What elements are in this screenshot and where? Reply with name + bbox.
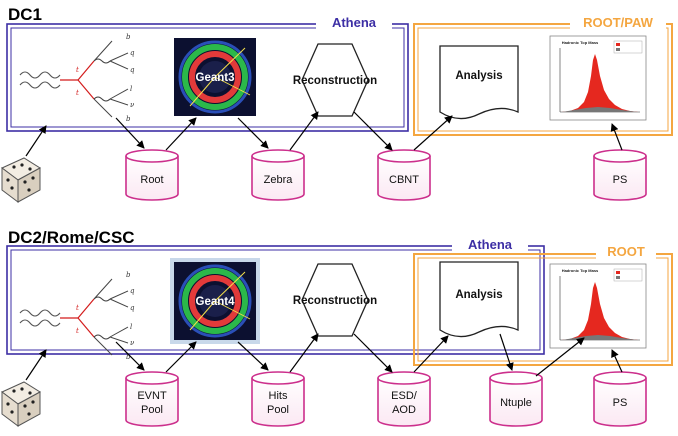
dc2-analysis-label: Analysis: [455, 289, 502, 301]
dc1-cylinder-root: Root: [125, 149, 179, 201]
dc2-cylinder-label-line1: EVNT: [137, 390, 167, 402]
svg-text:l: l: [130, 323, 132, 331]
svg-text:l: l: [130, 85, 132, 93]
dc1-cylinder-label: PS: [613, 174, 628, 186]
dc2-geant-label: Geant4: [196, 296, 236, 308]
dc2-root-label: ROOT: [607, 244, 645, 259]
dc2-cylinder-evnt: EVNT Pool: [125, 371, 179, 427]
dc1-cylinder-cbnt: CBNT: [377, 149, 431, 201]
dc1-cylinder-label: Root: [140, 174, 163, 186]
dc2-cylinder-label-line1: ESD/: [391, 390, 418, 402]
dc2-cylinder-label-line2: Pool: [141, 404, 163, 416]
dc2-cylinder-ntuple: Ntuple: [489, 371, 543, 427]
dc2-cylinder-label-line1: Hits: [269, 390, 288, 402]
svg-text:b: b: [126, 115, 131, 123]
dc2-cylinder-hits: Hits Pool: [251, 371, 305, 427]
svg-text:q: q: [130, 287, 135, 295]
dc2-root-frame: ROOT: [413, 244, 673, 366]
dc2-geant4-image: Geant4: [170, 258, 260, 344]
dc1-rootpaw-label: ROOT/PAW: [583, 15, 654, 30]
dc1-histogram: Hadronic Top Mass: [549, 35, 647, 121]
dc2-cylinder-label: PS: [613, 397, 628, 409]
dc1-athena-label: Athena: [332, 15, 377, 30]
dc2-dice-icon: [1, 381, 41, 427]
dc2-cylinder-esdaod: ESD/ AOD: [377, 371, 431, 427]
svg-text:t: t: [76, 304, 79, 312]
dc2-reconstruction-label: Reconstruction: [293, 295, 377, 307]
dc1-feynman-diagram: b q q l ν b t t: [19, 33, 135, 123]
dc1-histogram-title: Hadronic Top Mass: [562, 40, 599, 45]
svg-text:ν: ν: [130, 339, 135, 347]
dc2-cylinder-label-line2: Pool: [267, 404, 289, 416]
svg-text:q: q: [130, 49, 135, 57]
svg-text:t: t: [76, 66, 79, 74]
dc2-title: DC2/Rome/CSC: [8, 228, 135, 247]
dc1-cylinder-zebra: Zebra: [251, 149, 305, 201]
dc2-cylinder-ps: PS: [593, 371, 647, 427]
svg-text:t: t: [76, 327, 79, 335]
dc2-histogram: Hadronic Top Mass: [549, 263, 647, 349]
dc1-cylinder-label: Zebra: [264, 174, 294, 186]
svg-text:b: b: [126, 271, 131, 279]
svg-text:q: q: [130, 304, 135, 312]
dc2-athena-label: Athena: [468, 237, 513, 252]
dc2-arrows: [25, 333, 623, 381]
dc1-cylinder-label: CBNT: [389, 174, 419, 186]
dc1-reconstruction-hexagon: Reconstruction: [293, 43, 377, 117]
dc2-analysis-document: Analysis: [439, 261, 519, 338]
dc1-dice-icon: [1, 157, 41, 203]
dc1-geant3-image: Geant3: [174, 38, 256, 116]
dc2-athena-frame: Athena: [6, 236, 545, 355]
dc1-rootpaw-frame: ROOT/PAW: [413, 14, 673, 136]
dc2-feynman-diagram: b q q l ν b t t: [19, 271, 135, 361]
dc1-geant-label: Geant3: [196, 72, 235, 84]
dc1-title: DC1: [8, 5, 42, 24]
svg-text:q: q: [130, 66, 135, 74]
svg-text:t: t: [76, 89, 79, 97]
dc2-reconstruction-hexagon: Reconstruction: [293, 263, 377, 337]
dc1-cylinder-ps: PS: [593, 149, 647, 201]
svg-text:ν: ν: [130, 101, 135, 109]
svg-text:b: b: [126, 353, 131, 361]
dc2-cylinder-label: Ntuple: [500, 397, 532, 409]
svg-text:b: b: [126, 33, 131, 41]
dc1-arrows: [25, 111, 623, 157]
dc2-histogram-title: Hadronic Top Mass: [562, 268, 599, 273]
dc1-analysis-label: Analysis: [455, 70, 502, 82]
dc1-reconstruction-label: Reconstruction: [293, 75, 377, 87]
dc1-analysis-document: Analysis: [439, 45, 519, 120]
dc2-cylinder-label-line2: AOD: [392, 404, 416, 416]
dc1-athena-frame: Athena: [6, 14, 409, 132]
